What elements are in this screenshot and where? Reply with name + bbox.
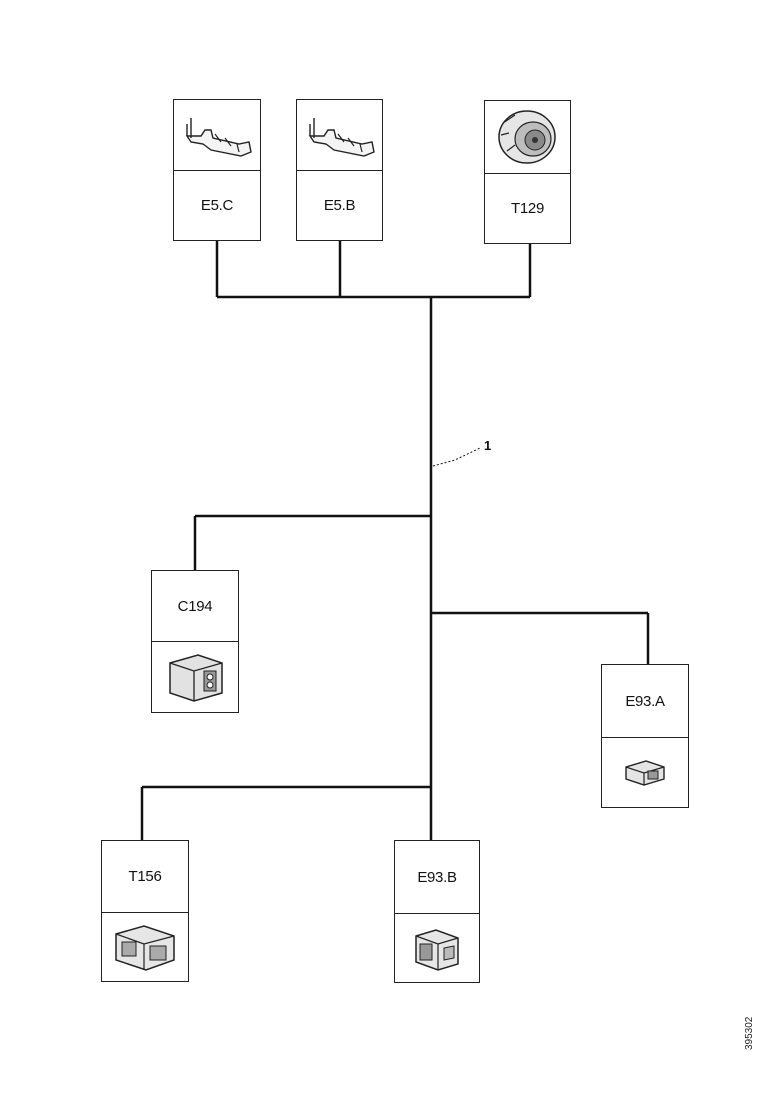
connector-c194[interactable]: C194 [151,570,239,713]
connector-label: T129 [511,199,544,217]
connector-label: E5.B [323,196,356,214]
connector-t156[interactable]: T156 [101,840,189,982]
connector-e5c[interactable]: E5.C [173,99,261,241]
dual-connector-icon [102,912,188,981]
connector-label: T156 [128,868,162,885]
connector-label: E5.C [200,196,234,214]
connector-t129[interactable]: T129 [484,100,571,244]
round-connector-icon [485,101,570,173]
connector-e5b[interactable]: E5.B [296,99,383,241]
connector-label: C194 [177,597,213,615]
harness-wires [140,241,650,840]
callout-number: 1 [484,438,491,453]
connector-label: E93.A [625,692,665,710]
small-connector-icon [602,737,688,807]
connector-e93b[interactable]: E93.B [394,840,480,983]
document-id: 395302 [744,1016,755,1050]
plug-connector-icon [395,913,479,982]
terminal-pin-icon [174,100,260,170]
callout-leader-line [432,447,481,467]
block-connector-icon [152,641,238,712]
connector-label: E93.B [417,868,457,886]
terminal-pin-icon [297,100,382,170]
connector-e93a[interactable]: E93.A [601,664,689,808]
